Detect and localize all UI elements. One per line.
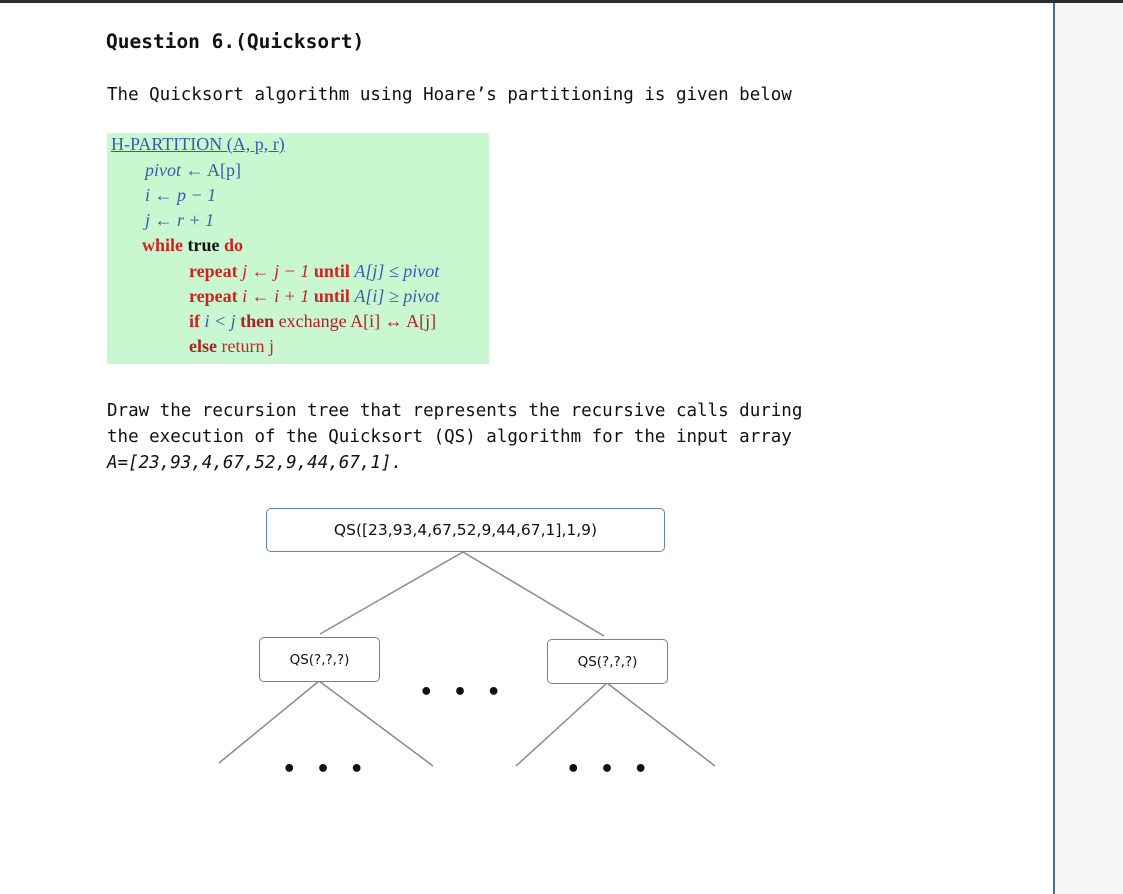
- task-line-2: the execution of the Quicksort (QS) algo…: [107, 427, 792, 447]
- repeat-keyword: repeat: [189, 286, 243, 306]
- else-keyword: else: [189, 336, 217, 356]
- until-keyword: until: [313, 261, 355, 281]
- ellipsis-right: • • •: [566, 757, 654, 782]
- repeat-i-expr: i ← i + 1: [242, 286, 314, 306]
- edge-root-left: [319, 551, 464, 635]
- pivot-assign: ← A[p]: [181, 160, 242, 180]
- algorithm-line-i: i ← p − 1: [145, 185, 217, 205]
- algorithm-line-if: if i < j then exchange A[i] ↔ A[j]: [189, 311, 436, 332]
- true-keyword: true: [183, 235, 224, 255]
- pivot-var: pivot: [145, 160, 181, 180]
- window-top-border: [0, 0, 1123, 3]
- algorithm-line-pivot: pivot ← A[p]: [145, 160, 241, 181]
- then-keyword: then: [240, 311, 275, 331]
- do-keyword: do: [224, 235, 244, 255]
- task-line-1: Draw the recursion tree that represents …: [107, 401, 803, 421]
- right-side-panel: [1053, 3, 1123, 894]
- if-cond: i < j: [204, 311, 241, 331]
- tree-root-node: QS([23,93,4,67,52,9,44,67,1],1,9): [266, 508, 665, 552]
- return-text: return j: [216, 336, 274, 356]
- algorithm-box: H-PARTITION (A, p, r) pivot ← A[p] i ← p…: [107, 133, 489, 364]
- edge-left-left: [218, 680, 320, 764]
- ellipsis-middle: • • •: [419, 680, 507, 705]
- algorithm-line-while: while true do: [142, 235, 243, 256]
- algorithm-line-else: else return j: [189, 336, 274, 357]
- edge-root-right: [462, 551, 605, 637]
- until-i-cond: A[i] ≥ pivot: [354, 286, 440, 306]
- tree-left-node: QS(?,?,?): [259, 637, 380, 682]
- repeat-keyword: repeat: [189, 261, 243, 281]
- while-keyword: while: [142, 235, 184, 255]
- edge-left-right: [318, 680, 434, 767]
- until-keyword: until: [313, 286, 355, 306]
- algorithm-header: H-PARTITION (A, p, r): [111, 134, 285, 154]
- tree-right-node: QS(?,?,?): [547, 639, 668, 684]
- edge-right-right: [606, 682, 716, 767]
- if-keyword: if: [189, 311, 205, 331]
- repeat-j-expr: j ← j − 1: [242, 261, 314, 281]
- task-line-3: A=[23,93,4,67,52,9,44,67,1].: [107, 453, 403, 473]
- ellipsis-left: • • •: [282, 757, 370, 782]
- edge-right-left: [515, 682, 608, 767]
- algorithm-line-repeat-j: repeat j ← j − 1 until A[j] ≤ pivot: [189, 261, 439, 282]
- algorithm-line-repeat-i: repeat i ← i + 1 until A[i] ≥ pivot: [189, 286, 439, 307]
- recursion-tree-lines: • • • • • • • • •: [218, 551, 716, 782]
- question-intro: The Quicksort algorithm using Hoare’s pa…: [107, 85, 792, 105]
- exchange-text: exchange A[i] ↔ A[j]: [274, 311, 437, 331]
- question-title: Question 6.(Quicksort): [106, 30, 365, 53]
- until-j-cond: A[j] ≤ pivot: [354, 261, 440, 281]
- algorithm-line-j: j ← r + 1: [145, 210, 215, 230]
- document-page: Question 6.(Quicksort) The Quicksort alg…: [0, 3, 1053, 894]
